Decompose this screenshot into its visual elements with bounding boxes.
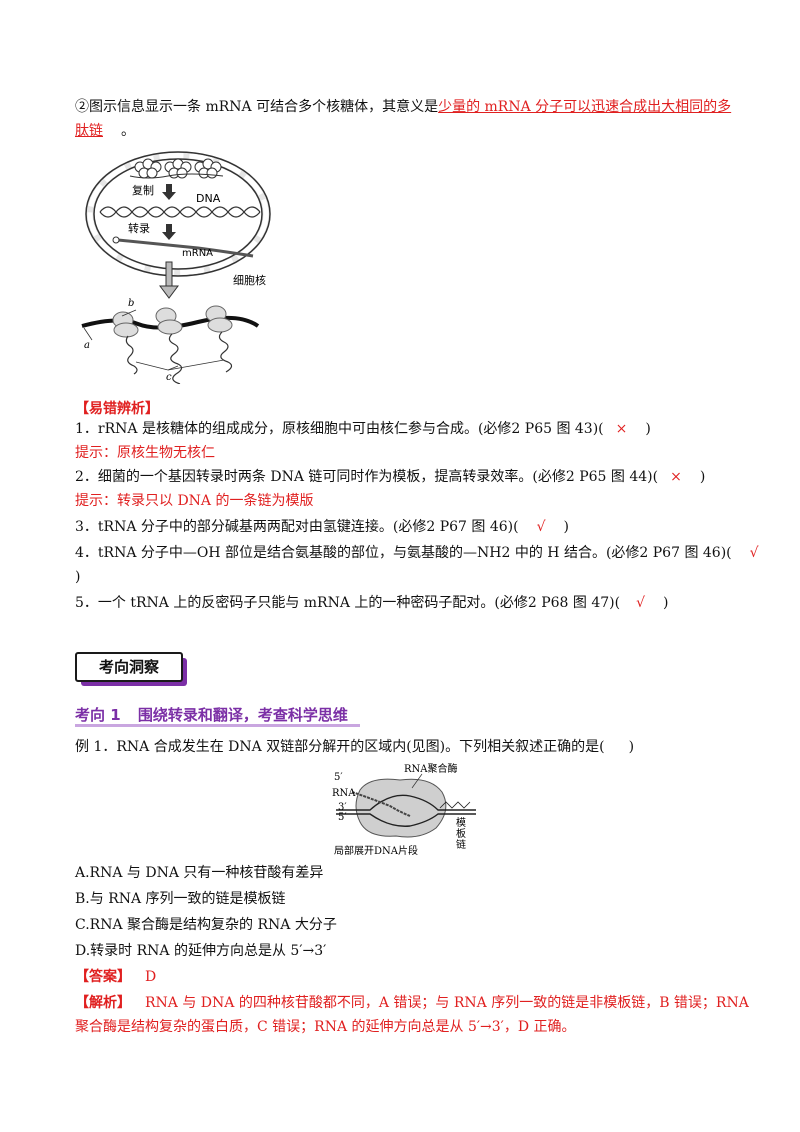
q2-answer-line1: 少量的 mRNA 分子可以迅速合成出大相同的多 xyxy=(438,99,732,115)
option-b: B.与 RNA 序列一致的链是模板链 xyxy=(75,891,286,907)
answer-label: 【答案】 xyxy=(75,969,131,985)
pitfall-item-1: 1．rRNA 是核糖体的组成成分，原核细胞中可由核仁参与合成。(必修2 P65 … xyxy=(75,421,651,437)
label-a: a xyxy=(84,340,90,351)
label-replication: 复制 xyxy=(132,183,154,197)
section-badge: 考向洞察 xyxy=(75,652,187,686)
section-title: 围绕转录和翻译，考查科学思维 xyxy=(137,706,348,724)
label-5prime-bottom: 5′ xyxy=(338,812,347,823)
label-dna: DNA xyxy=(196,192,221,205)
polypeptide-chain-icon xyxy=(125,331,233,384)
pitfall-text: 4．tRNA 分子中—OH 部位是结合氨基酸的部位，与氨基酸的—NH2 中的 H… xyxy=(75,545,732,561)
pitfall-mark: √ xyxy=(749,545,759,561)
rna-strand xyxy=(351,791,411,817)
label-5prime-top: 5′ xyxy=(334,772,343,783)
nucleus-diagram: 复制 DNA 转录 mRNA 细胞核 b a c xyxy=(81,151,271,384)
q2-line1: ②图示信息显示一条 mRNA 可结合多个核糖体，其意义是少量的 mRNA 分子可… xyxy=(75,96,735,118)
section-heading: 考向 1 围绕转录和翻译，考查科学思维 xyxy=(75,704,360,727)
label-template-3: 链 xyxy=(456,838,466,851)
label-3prime: 3′ xyxy=(338,802,347,813)
option-d: D.转录时 RNA 的延伸方向总是从 5′→3′ xyxy=(75,943,327,959)
down-arrow-icon xyxy=(162,184,176,240)
pitfall-text: 3．tRNA 分子中的部分碱基两两配对由氢键连接。(必修2 P67 图 46)( xyxy=(75,519,519,535)
transcription-diagram: 5′ RNA 3′ 5′ RNA聚合酶 模 板 链 局部展开DNA片段 xyxy=(332,762,476,857)
option-a: A.RNA 与 DNA 只有一种核苷酸有差异 xyxy=(75,865,324,881)
pitfall-mark: × xyxy=(615,421,628,437)
option-c: C.RNA 聚合酶是结构复杂的 RNA 大分子 xyxy=(75,917,337,933)
mrna-strand xyxy=(117,238,254,258)
mrna-cap xyxy=(112,236,120,244)
pitfall-hint-1: 提示：原核生物无核仁 xyxy=(75,445,215,461)
q2-answer-line2: 肽链 xyxy=(75,123,103,139)
export-arrow-icon xyxy=(159,261,179,299)
q2-prefix: ②图示信息显示一条 mRNA 可结合多个核糖体，其意义是 xyxy=(75,99,439,115)
pitfall-mark: √ xyxy=(636,595,646,611)
label-nucleus: 细胞核 xyxy=(233,273,266,287)
pitfall-text: 2．细菌的一个基因转录时两条 DNA 链可同时作为模板，提高转录效率。(必修2 … xyxy=(75,469,659,485)
section-number: 考向 1 xyxy=(75,706,121,724)
label-rna: RNA xyxy=(332,788,356,799)
answer-line: 【答案】 D xyxy=(75,966,735,988)
pitfall-item-2: 2．细菌的一个基因转录时两条 DNA 链可同时作为模板，提高转录效率。(必修2 … xyxy=(75,469,706,485)
label-template-1: 模 xyxy=(456,817,466,829)
label-transcription: 转录 xyxy=(128,221,150,235)
dna-helix-icon xyxy=(99,206,261,218)
dna-strands xyxy=(336,794,476,827)
pitfalls-heading: 【易错辨析】 xyxy=(75,401,159,417)
pitfall-text: 1．rRNA 是核糖体的组成成分，原核细胞中可由核仁参与合成。(必修2 P65 … xyxy=(75,421,604,437)
answer-value: D xyxy=(145,969,157,985)
pitfall-mark: × xyxy=(670,469,682,485)
label-c: c xyxy=(166,372,172,383)
label-polymerase: RNA聚合酶 xyxy=(404,762,458,775)
rna-polymerase-shape xyxy=(355,778,447,838)
label-template-2: 板 xyxy=(456,827,466,840)
badge-label: 考向洞察 xyxy=(75,652,183,682)
pitfall-item-4-close: ) xyxy=(75,569,81,585)
pitfall-item-3: 3．tRNA 分子中的部分碱基两两配对由氢键连接。(必修2 P67 图 46)(… xyxy=(75,519,569,535)
analysis-line1: 【解析】RNA 与 DNA 的四种核苷酸都不同，A 错误；与 RNA 序列一致的… xyxy=(75,995,749,1011)
ribosome-icon xyxy=(112,305,233,338)
pitfall-text: 5．一个 tRNA 上的反密码子只能与 mRNA 上的一种密码子配对。(必修2 … xyxy=(75,595,621,611)
label-caption: 局部展开DNA片段 xyxy=(334,844,418,857)
pitfall-item-5: 5．一个 tRNA 上的反密码子只能与 mRNA 上的一种密码子配对。(必修2 … xyxy=(75,595,669,611)
q2-line2: 肽链 。 xyxy=(75,120,735,142)
pitfall-hint-2: 提示：转录只以 DNA 的一条链为模版 xyxy=(75,493,314,509)
pitfall-item-4: 4．tRNA 分子中—OH 部位是结合氨基酸的部位，与氨基酸的—NH2 中的 H… xyxy=(75,542,759,564)
label-b: b xyxy=(128,298,134,309)
label-mrna: mRNA xyxy=(182,248,213,259)
pitfall-mark: √ xyxy=(536,519,546,535)
analysis-line2: 聚合酶是结构复杂的蛋白质，C 错误；RNA 的延伸方向总是从 5′→3′，D 正… xyxy=(75,1019,576,1035)
chromatin-icon xyxy=(129,158,224,179)
q2-suffix: 。 xyxy=(121,123,135,139)
example-stem: 例 1．RNA 合成发生在 DNA 双链部分解开的区域内(见图)。下列相关叙述正… xyxy=(75,739,635,755)
analysis-label: 【解析】 xyxy=(75,995,131,1011)
